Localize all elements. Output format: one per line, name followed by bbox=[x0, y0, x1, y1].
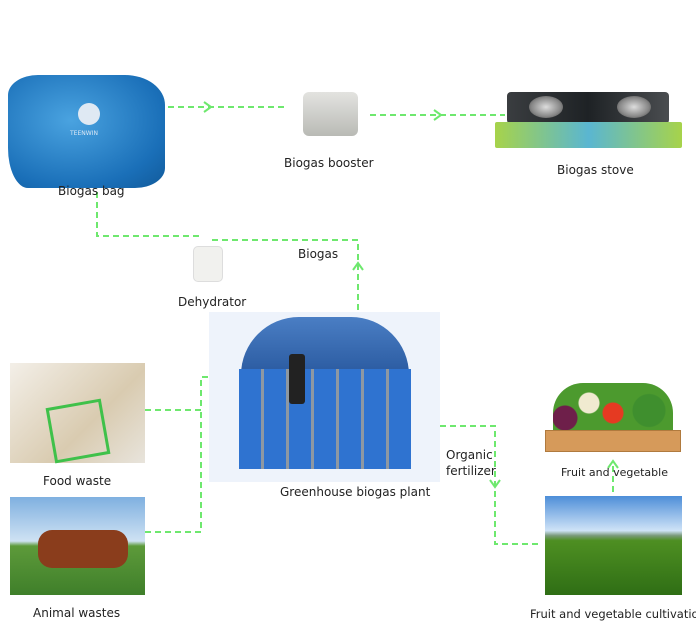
arrowhead bbox=[489, 479, 501, 489]
biogas-stove-image bbox=[495, 92, 682, 152]
dehydrator-label: Dehydrator bbox=[178, 295, 247, 309]
fertilizer-label-line2: fertilizer bbox=[446, 464, 496, 478]
brand-text: TEENWIN bbox=[70, 130, 98, 137]
arrowhead bbox=[607, 459, 619, 469]
fruit-vegetable-label: Fruit and vegetable bbox=[561, 466, 668, 479]
fertilizer-label-line1: Organic bbox=[446, 448, 493, 462]
arrowhead bbox=[433, 109, 443, 121]
biogas-booster-image bbox=[303, 92, 358, 136]
edge-food-to-plant bbox=[145, 376, 209, 411]
dehydrator-image bbox=[193, 246, 223, 282]
edge-plant-to-field bbox=[440, 425, 542, 545]
biogas-bag-image: TEENWIN bbox=[8, 75, 165, 188]
cultivation-label: Fruit and vegetable cultivation bbox=[530, 607, 696, 621]
greenhouse-biogas-plant-image bbox=[209, 312, 440, 482]
edge-bag-to-dehydrator bbox=[96, 182, 200, 237]
cultivation-field-image bbox=[545, 496, 682, 595]
arrowhead bbox=[352, 261, 364, 271]
greenhouse-plant-label: Greenhouse biogas plant bbox=[280, 485, 431, 499]
brand-logo-icon bbox=[78, 103, 100, 125]
fruit-vegetable-image bbox=[545, 375, 681, 452]
biogas-booster-label: Biogas booster bbox=[284, 156, 374, 170]
arrowhead bbox=[203, 101, 213, 113]
animal-wastes-label: Animal wastes bbox=[33, 606, 121, 620]
food-waste-label: Food waste bbox=[43, 474, 112, 488]
biogas-stove-label: Biogas stove bbox=[557, 163, 634, 177]
animal-wastes-image bbox=[10, 497, 145, 595]
edge-animal-to-plant bbox=[145, 410, 202, 533]
food-waste-image bbox=[10, 363, 145, 464]
edge-plant-to-dehydrator bbox=[212, 239, 359, 310]
biogas-edge-label: Biogas bbox=[298, 247, 339, 261]
biogas-bag-label: Biogas bag bbox=[58, 184, 125, 198]
